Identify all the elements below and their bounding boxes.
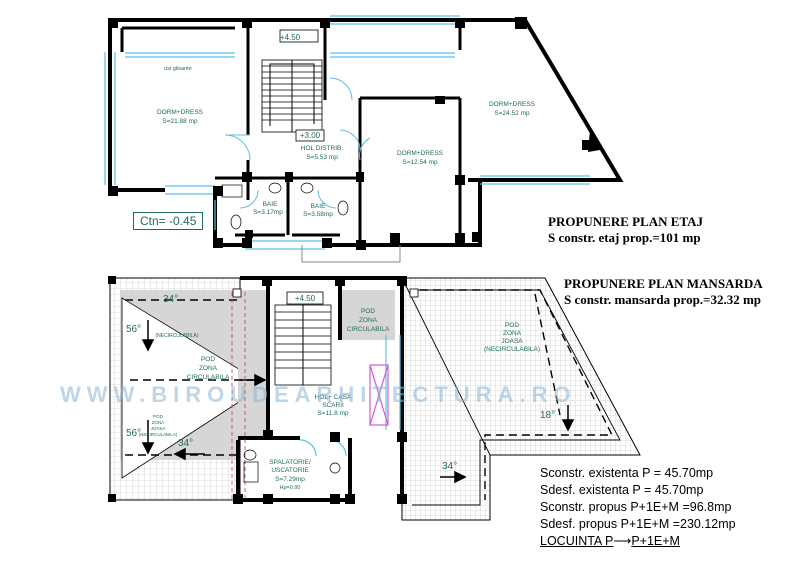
angle-56-top: 56° xyxy=(126,324,141,335)
room-name: DORM+DRESS xyxy=(397,150,444,157)
usi-glisante-label: usi glisante xyxy=(164,66,192,72)
pod-center-line: ZONA xyxy=(359,317,378,324)
mansarda-title: PROPUNERE PLAN MANSARDA xyxy=(564,276,763,291)
locuinta-to: P+1E+M xyxy=(631,534,680,548)
mansarda-subtitle: S constr. mansarda prop.=32.32 mp xyxy=(564,292,762,307)
pod-center-line: CIRCULABILA xyxy=(347,326,390,333)
spalatorie-line: S=7.29mp xyxy=(275,476,305,483)
pod-right-line: POD xyxy=(505,322,519,329)
room-area: S=3.58mp xyxy=(303,211,333,218)
hol-line: HOL+ CASA xyxy=(315,394,352,401)
etaj-title: PROPUNERE PLAN ETAJ xyxy=(548,214,704,229)
summary-line: Sdesf. existenta P = 45.70mp xyxy=(540,483,704,497)
room-area: S=3.17mp xyxy=(253,209,283,216)
etaj-labels: +4.50 +3.00 usi glisante DORM+DRESS S=21… xyxy=(157,33,536,218)
room-name: DORM+DRESS xyxy=(157,109,204,116)
pod-right-line: JOASA xyxy=(501,338,523,345)
etaj-plan xyxy=(104,15,624,263)
angle-34-bottom: 34° xyxy=(178,438,193,449)
angle-56-bottom: 56° xyxy=(126,428,141,439)
room-area: S=12.54 mp xyxy=(402,159,438,166)
summary-line: Sconstr. existenta P = 45.70mp xyxy=(540,466,714,480)
etaj-level-300: +3.00 xyxy=(300,131,321,140)
summary-line: Sdesf. propus P+1E+M =230.12mp xyxy=(540,517,736,531)
mansarda-level-450: +4.50 xyxy=(295,294,316,303)
spalatorie-line: Hp=0.90 xyxy=(280,485,301,491)
locuinta-from: LOCUINTA P xyxy=(540,534,614,548)
mansarda-plan xyxy=(108,276,641,521)
arrow-icon: ⟶ xyxy=(613,534,632,548)
pod-left-line: POD xyxy=(201,356,215,363)
etaj-subtitle: S constr. etaj prop.=101 mp xyxy=(548,230,701,245)
etaj-level-450: +4.50 xyxy=(280,33,301,42)
pod-small-line: JOASA xyxy=(151,426,166,431)
room-name: HOL DISTRIB. xyxy=(301,145,344,152)
pod-small-line: ZONA xyxy=(152,420,165,425)
pod-small-line: POD xyxy=(153,414,164,419)
pod-necirculabila-label: (NECIRCULABILA) xyxy=(155,333,198,339)
pod-right-line: (NECIRCULABILA) xyxy=(484,346,540,353)
angle-34-top: 34° xyxy=(163,294,178,305)
room-name: DORM+DRESS xyxy=(489,101,536,108)
spalatorie-line: SPALATORIE/ xyxy=(269,459,311,466)
hol-line: SCARII xyxy=(322,402,344,409)
hol-line: S=11.8 mp xyxy=(317,410,349,417)
spalatorie-line: USCATORIE xyxy=(271,467,309,474)
room-area: S=21.88 mp xyxy=(162,118,198,125)
angle-18: 18° xyxy=(540,410,555,421)
room-name: BAIE xyxy=(311,203,326,210)
angle-34-right: 34° xyxy=(442,461,457,472)
pod-small-line: (NECIRCULABILA) xyxy=(139,432,178,437)
surface-summary: Sconstr. existenta P = 45.70mp Sdesf. ex… xyxy=(540,465,736,550)
mansarda-labels: +4.50 34° 56° 56° 34° 18° 34° (NECIRCULA… xyxy=(126,294,555,491)
pod-left-line: CIRCULABILA xyxy=(187,374,230,381)
watermark-text: WWW.BIROUDEARHITECTURA.RO xyxy=(60,382,577,407)
pod-right-line: ZONA xyxy=(503,330,522,337)
summary-line: Sconstr. propus P+1E+M =96.8mp xyxy=(540,500,732,514)
ctn-label: Ctn= -0.45 xyxy=(133,212,204,230)
pod-center-line: POD xyxy=(361,308,375,315)
room-name: BAIE xyxy=(263,201,278,208)
pod-left-line: ZONA xyxy=(199,365,218,372)
locuinta-line: LOCUINTA P⟶P+1E+M xyxy=(540,533,736,550)
room-area: S=5.53 mp xyxy=(306,154,338,161)
room-area: S=24.52 mp xyxy=(494,110,530,117)
